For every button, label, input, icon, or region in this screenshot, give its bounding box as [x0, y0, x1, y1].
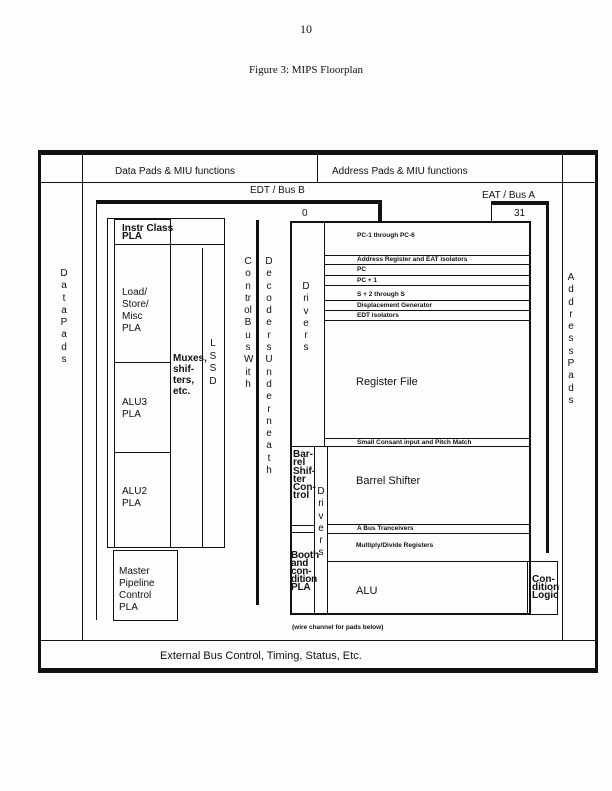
page-number: 10: [300, 22, 312, 36]
eat-bus-line: [491, 201, 492, 222]
condition-logic-label: Con- dition Logic: [532, 574, 560, 601]
divider: [170, 244, 225, 245]
divider: [324, 264, 530, 265]
pc-chain-label: PC-1 through PC-6: [357, 232, 415, 239]
divider: [324, 221, 325, 446]
booth-pla-label: Booth and con- dition PLA: [291, 550, 319, 593]
drivers-label: Drivers: [302, 281, 310, 354]
divider: [40, 182, 596, 183]
edt-bus-line: [96, 200, 97, 620]
multiply-divide-label: Multiply/Divide Registers: [356, 542, 434, 549]
eat-bus-line: [546, 201, 549, 553]
divider: [290, 446, 530, 447]
bit-31-label: 31: [514, 208, 526, 219]
external-bus-control-label: External Bus Control, Timing, Status, Et…: [160, 650, 362, 662]
condition-logic-block: [527, 561, 558, 615]
divider: [114, 362, 171, 363]
data-pads-label: Data Pads: [60, 268, 73, 366]
divider: [317, 155, 318, 182]
pc-plus-1-label: PC + 1: [357, 277, 378, 284]
eat-bus-line: [491, 201, 549, 205]
register-file-label: Register File: [356, 376, 418, 388]
divider: [324, 438, 530, 439]
divider: [290, 532, 315, 533]
edt-bus-line: [378, 200, 382, 222]
a-bus-tranceivers-label: A Bus Tranceivers: [357, 525, 414, 532]
barrel-shifter-control-label: Bar- rel Shif- ter Con- trol: [293, 449, 316, 502]
master-pipeline-label: Master Pipeline Control PLA: [119, 566, 155, 613]
divider: [327, 561, 557, 562]
alu3-pla-label: ALU3 PLA: [122, 397, 148, 420]
control-bus-label: Control Bus With: [244, 256, 258, 390]
muxes-label: Muxes, shif- ters, etc.: [173, 353, 207, 397]
divider: [324, 275, 530, 276]
divider: [324, 300, 530, 301]
divider: [324, 310, 530, 311]
eat-bus-label: EAT / Bus A: [482, 190, 535, 201]
divider: [327, 524, 530, 525]
divider: [324, 255, 530, 256]
chip-frame: [38, 150, 598, 673]
divider: [562, 155, 563, 640]
small-constant-label: Small Consant input and Pitch Match: [357, 439, 472, 446]
instr-class-pla-label: Instr Class PLA: [122, 223, 174, 242]
divider: [202, 248, 203, 548]
divider: [114, 452, 171, 453]
load-store-pla-label: Load/ Store/ Misc PLA: [122, 287, 149, 334]
datapath-block: [290, 221, 531, 615]
pla-column: [114, 244, 171, 548]
edt-bus-label: EDT / Bus B: [250, 185, 305, 196]
decoders-label: Decoders Underneath: [265, 256, 278, 477]
barrel-shifter-label: Barrel Shifter: [356, 475, 421, 487]
address-pads-miu-label: Address Pads & MIU functions: [332, 166, 468, 177]
control-bus-line: [256, 220, 259, 605]
edt-bus-line: [96, 200, 382, 204]
data-pads-miu-label: Data Pads & MIU functions: [115, 166, 236, 177]
alu2-pla-label: ALU2 PLA: [122, 486, 148, 509]
displacement-generator-label: Displacement Generator: [357, 302, 433, 309]
bit-0-label: 0: [302, 208, 308, 219]
lssd-label: L S S D: [209, 338, 222, 387]
divider: [324, 320, 530, 321]
divider: [314, 446, 315, 614]
divider: [40, 640, 596, 641]
edt-isolators-label: EDT isolators: [357, 312, 399, 319]
drivers-2-label: Drivers: [317, 486, 325, 559]
s-plus-2-label: S + 2 through S: [357, 291, 405, 298]
address-register-label: Address Register and EAT isolators: [357, 256, 468, 263]
figure-title: Figure 3: MIPS Floorplan: [249, 64, 363, 76]
pc-label: PC: [357, 266, 367, 273]
divider: [324, 285, 530, 286]
divider: [290, 525, 315, 526]
wire-channel-label: (wire channel for pads below): [292, 624, 384, 631]
divider: [82, 155, 83, 640]
divider: [327, 533, 530, 534]
divider: [327, 446, 328, 614]
address-pads-label: Address Pads: [567, 272, 580, 406]
alu-label: ALU: [356, 585, 378, 597]
master-pipeline-control-pla: [113, 550, 178, 621]
